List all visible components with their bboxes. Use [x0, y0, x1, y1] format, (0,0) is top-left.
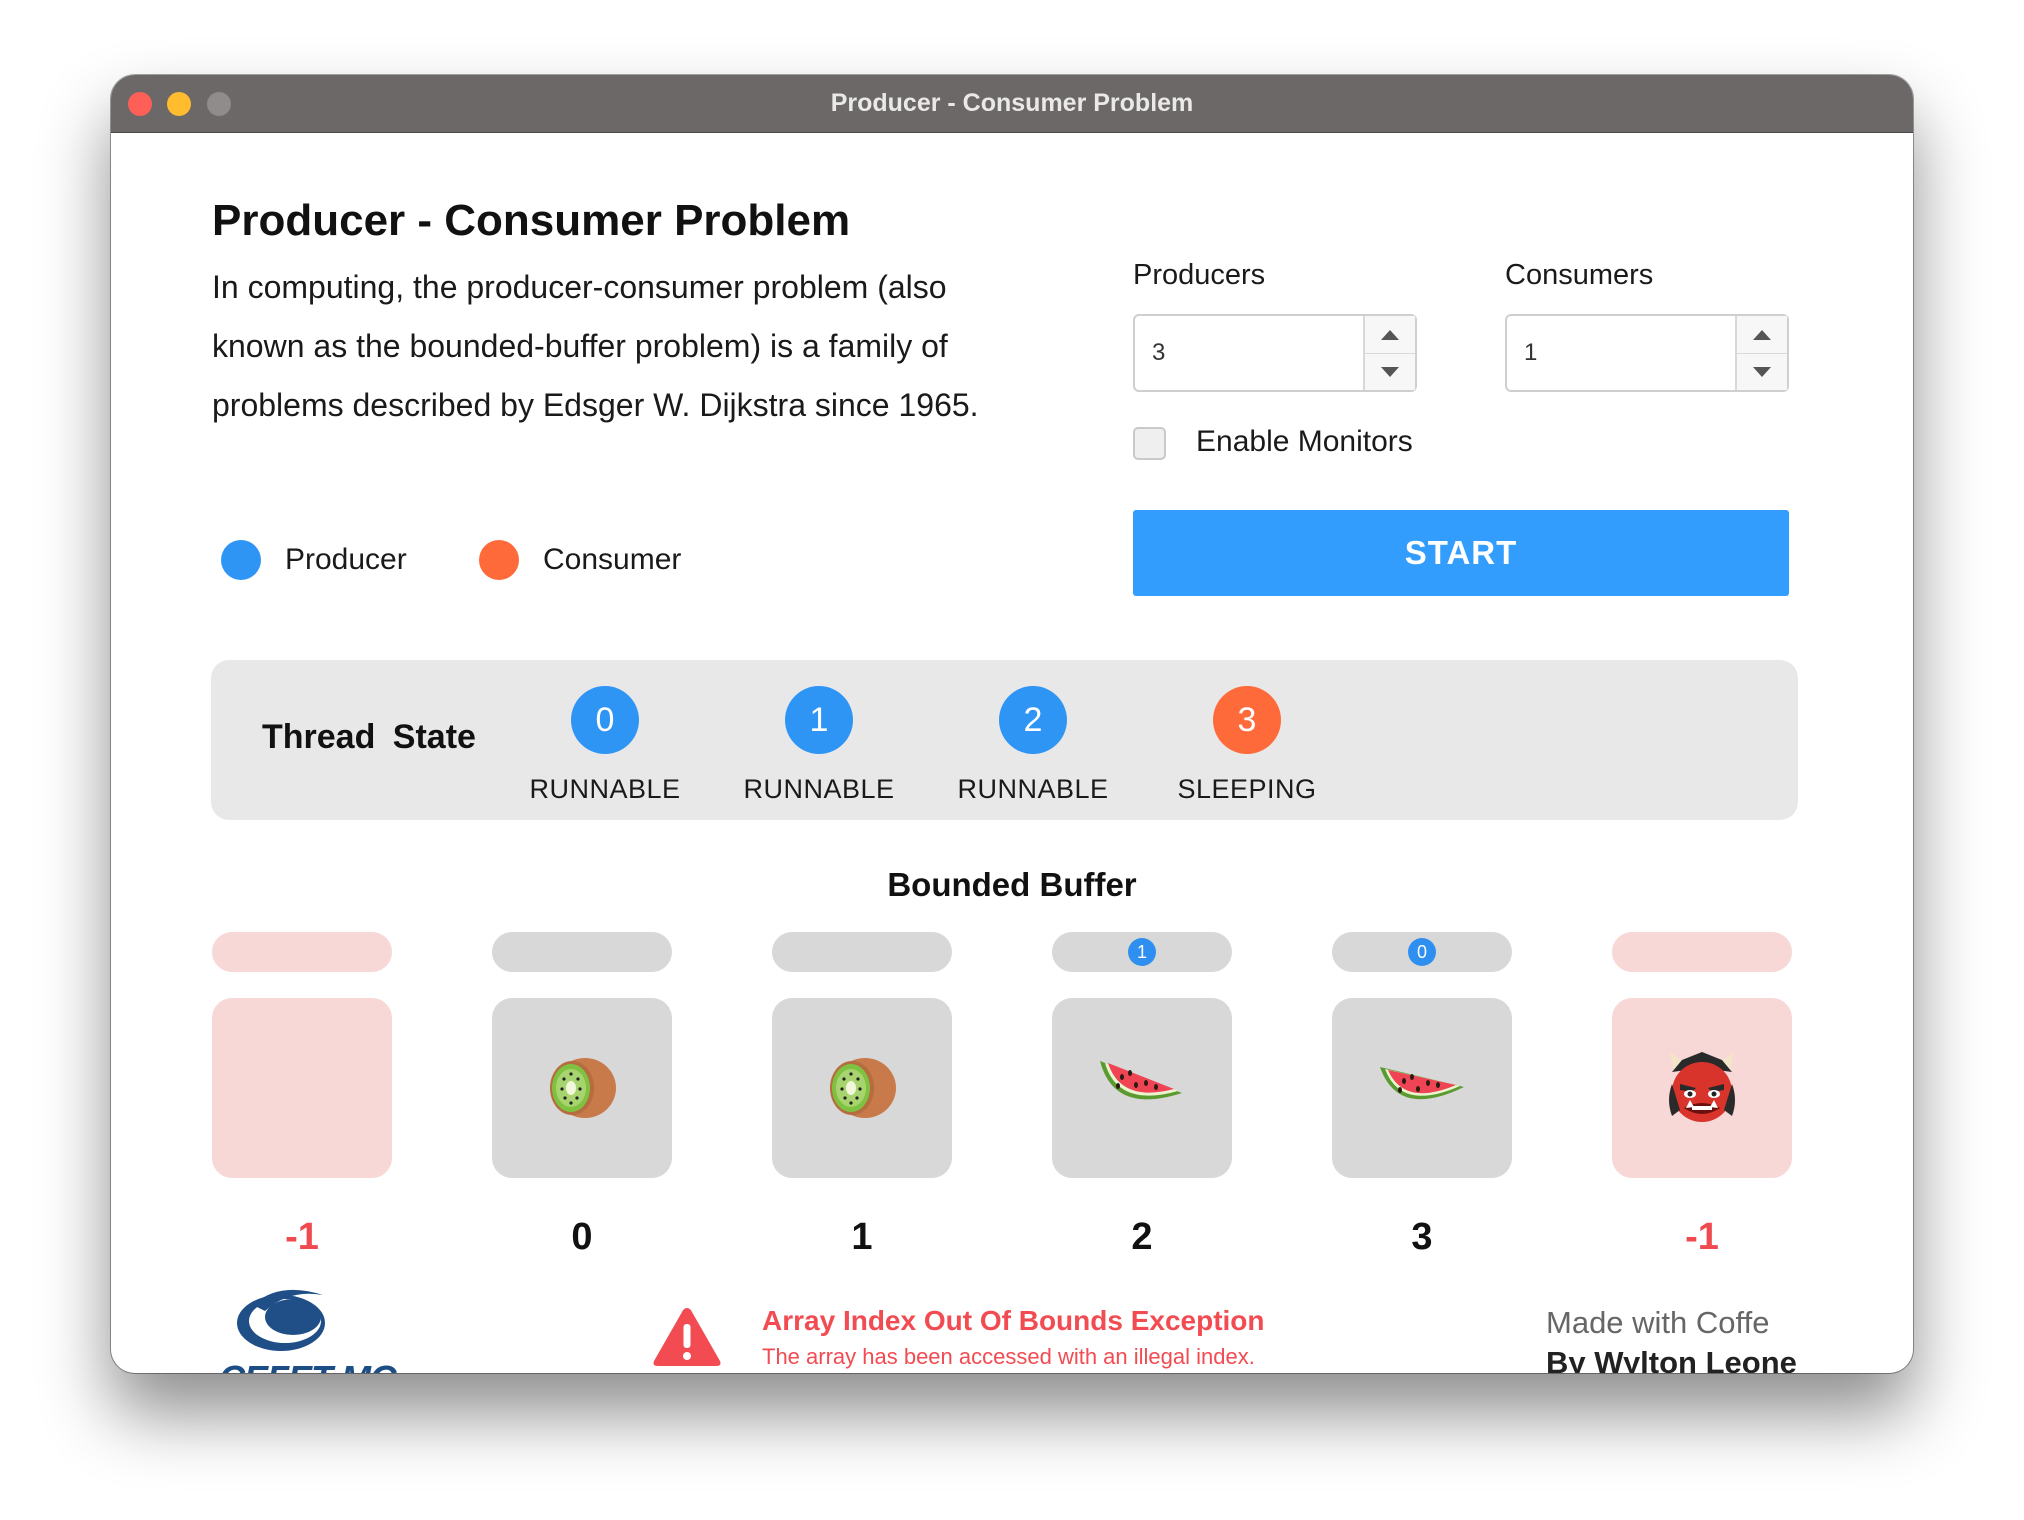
thread-item: 3 SLEEPING — [1157, 686, 1337, 805]
thread-state-label: RUNNABLE — [957, 774, 1109, 804]
thread-id-badge: 3 — [1213, 686, 1281, 754]
title-bar[interactable]: Producer - Consumer Problem — [111, 75, 1913, 133]
thread-state-title: Thread State — [262, 718, 476, 756]
bounded-buffer-title: Bounded Buffer — [887, 866, 1137, 903]
thread-id-badge: 2 — [999, 686, 1067, 754]
enable-monitors-label[interactable]: Enable Monitors — [1196, 425, 1413, 458]
slot-thread-badge: 0 — [1408, 938, 1436, 966]
consumers-decrement-button[interactable] — [1737, 353, 1787, 390]
watermelon-icon — [1380, 1067, 1464, 1100]
producer-color-dot — [221, 540, 261, 580]
kiwi-icon — [550, 1058, 616, 1118]
thread-state-panel: Thread State 0 RUNNABLE 1 RUNNABLE 2 RUN… — [211, 660, 1798, 820]
slot-index: 1 — [851, 1216, 873, 1258]
enable-monitors-checkbox[interactable] — [1133, 427, 1166, 460]
producers-spinner-buttons — [1363, 316, 1415, 390]
producers-label: Producers — [1133, 259, 1266, 291]
slot-status-pill: 1 — [1052, 932, 1232, 972]
slot-status-pill — [212, 932, 392, 972]
app-window: Producer - Consumer Problem Producer - C… — [111, 75, 1913, 1373]
credit-author: By Wylton Leone — [1546, 1345, 1797, 1373]
arrow-up-icon — [1381, 329, 1399, 340]
problem-description: In computing, the producer-consumer prob… — [212, 269, 979, 423]
watermelon-icon — [1100, 1061, 1182, 1100]
producers-value[interactable]: 3 — [1152, 339, 1166, 366]
error-title: Array Index Out Of Bounds Exception — [762, 1305, 1265, 1336]
thread-id-badge: 1 — [785, 686, 853, 754]
consumer-color-dot — [479, 540, 519, 580]
error-warning — [651, 1305, 723, 1373]
slot-status-pill — [772, 932, 952, 972]
legend-consumer: Consumer — [479, 538, 681, 582]
thread-item: 2 RUNNABLE — [943, 686, 1123, 805]
legend-producer-label: Producer — [285, 543, 407, 576]
cefet-logo — [219, 1283, 339, 1362]
consumers-spinner[interactable]: 1 — [1505, 314, 1789, 392]
cefet-logo-emblem-icon — [237, 1289, 325, 1351]
slot-index: -1 — [1685, 1216, 1719, 1258]
buffer-slot — [772, 998, 952, 1178]
buffer-slot — [492, 998, 672, 1178]
thread-item: 1 RUNNABLE — [729, 686, 909, 805]
buffer-slot-out-of-bounds — [1612, 998, 1792, 1178]
error-message: The array has been accessed with an ille… — [762, 1344, 1255, 1369]
thread-item: 0 RUNNABLE — [515, 686, 695, 805]
consumers-spinner-buttons — [1735, 316, 1787, 390]
slot-status-pill — [492, 932, 672, 972]
thread-state-label: SLEEPING — [1177, 774, 1317, 804]
window-title: Producer - Consumer Problem — [830, 89, 1194, 117]
consumers-value[interactable]: 1 — [1524, 339, 1538, 366]
minimize-window-button[interactable] — [167, 92, 191, 116]
arrow-down-icon — [1753, 366, 1771, 377]
producers-decrement-button[interactable] — [1365, 353, 1415, 390]
close-window-button[interactable] — [128, 92, 152, 116]
credit-made-with: Made with Coffe — [1546, 1305, 1770, 1340]
buffer-slot — [1332, 998, 1512, 1178]
slot-index: 3 — [1411, 1216, 1433, 1258]
consumers-increment-button[interactable] — [1737, 316, 1787, 354]
ogre-icon — [1669, 1052, 1735, 1122]
slot-index: -1 — [285, 1216, 319, 1258]
page-title: Producer - Consumer Problem — [212, 196, 851, 245]
arrow-up-icon — [1753, 329, 1771, 340]
slot-status-pill — [1612, 932, 1792, 972]
legend-consumer-label: Consumer — [543, 543, 682, 576]
arrow-down-icon — [1381, 366, 1399, 377]
maximize-window-button[interactable] — [207, 92, 231, 116]
thread-id-badge: 0 — [571, 686, 639, 754]
slot-index: 2 — [1131, 1216, 1153, 1258]
producers-spinner[interactable]: 3 — [1133, 314, 1417, 392]
thread-state-label: RUNNABLE — [529, 774, 681, 804]
thread-state-label: RUNNABLE — [743, 774, 895, 804]
cefet-logo-text: CEFET-MG — [219, 1358, 398, 1373]
slot-index: 0 — [571, 1216, 593, 1258]
kiwi-icon — [830, 1058, 896, 1118]
slot-thread-badge: 1 — [1128, 938, 1156, 966]
producers-increment-button[interactable] — [1365, 316, 1415, 354]
main-content: Producer - Consumer Problem In computing… — [111, 133, 1913, 1373]
buffer-slot-out-of-bounds — [212, 998, 392, 1178]
legend-producer: Producer — [221, 538, 407, 582]
warning-icon — [653, 1308, 721, 1366]
slot-status-pill: 0 — [1332, 932, 1512, 972]
consumers-label: Consumers — [1505, 259, 1654, 291]
start-button[interactable]: START — [1133, 510, 1789, 596]
buffer-slot — [1052, 998, 1232, 1178]
